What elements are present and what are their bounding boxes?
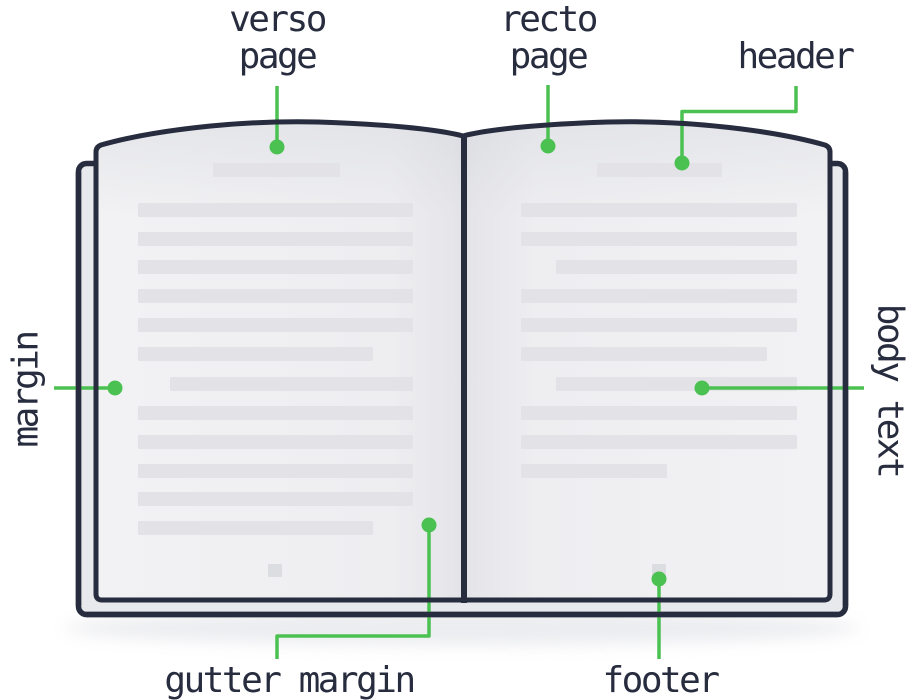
leader-dot xyxy=(651,571,667,587)
verso-text-line xyxy=(138,260,413,274)
verso-text-line xyxy=(138,521,373,535)
leader-dot xyxy=(269,139,285,155)
verso-text-line xyxy=(138,203,413,217)
recto-text-line xyxy=(521,289,797,303)
leader-line xyxy=(680,86,798,162)
recto-text-line xyxy=(521,203,797,217)
margin-connector xyxy=(54,380,123,396)
book-shadow xyxy=(64,611,860,645)
verso-page-connector xyxy=(269,86,285,155)
verso-text-line xyxy=(138,492,413,506)
recto-page-connector xyxy=(540,85,556,154)
body-text-connector xyxy=(694,380,864,396)
leader-dot xyxy=(694,380,710,396)
leader-dot xyxy=(674,155,690,171)
label-footer: footer xyxy=(602,660,720,700)
label-verso-line1: verso xyxy=(229,0,327,40)
verso-text-line xyxy=(138,347,373,361)
recto-text-line xyxy=(521,318,797,332)
recto-text-line xyxy=(521,435,797,449)
verso-page-content xyxy=(138,163,413,577)
verso-text-line xyxy=(170,377,413,391)
verso-text-line xyxy=(138,232,413,246)
verso-header-bar xyxy=(213,163,340,177)
book-outline-overlay xyxy=(75,119,849,618)
recto-text-line xyxy=(521,406,797,420)
verso-text-line xyxy=(138,289,413,303)
page-outline xyxy=(93,119,833,603)
label-gutter-margin: gutter margin xyxy=(164,660,416,700)
recto-text-line xyxy=(521,347,767,361)
leader-dot xyxy=(540,138,556,154)
label-recto-line1: recto xyxy=(500,0,598,40)
label-recto-page: recto page xyxy=(500,0,598,77)
gutter-margin-connector xyxy=(275,517,437,659)
leader-dot xyxy=(421,517,437,533)
verso-text-line xyxy=(138,435,413,449)
leader-line xyxy=(275,525,431,659)
verso-footer-mark xyxy=(268,564,282,577)
verso-text-line xyxy=(138,464,413,478)
label-margin: margin xyxy=(5,332,47,448)
label-header: header xyxy=(737,36,855,77)
label-recto-line2: page xyxy=(509,36,589,77)
footer-connector xyxy=(651,571,667,659)
verso-text-line xyxy=(138,406,413,420)
recto-header-bar xyxy=(597,163,722,177)
leader-dot xyxy=(107,380,123,396)
label-verso-line2: page xyxy=(238,36,318,77)
header-connector xyxy=(674,86,798,171)
label-verso-page: verso page xyxy=(229,0,327,77)
label-body-text: body text xyxy=(869,303,911,477)
recto-text-line xyxy=(521,232,797,246)
recto-text-line xyxy=(556,260,797,274)
connectors xyxy=(54,85,864,659)
recto-page-content xyxy=(521,163,797,577)
recto-text-line xyxy=(521,464,667,478)
verso-text-line xyxy=(138,318,413,332)
